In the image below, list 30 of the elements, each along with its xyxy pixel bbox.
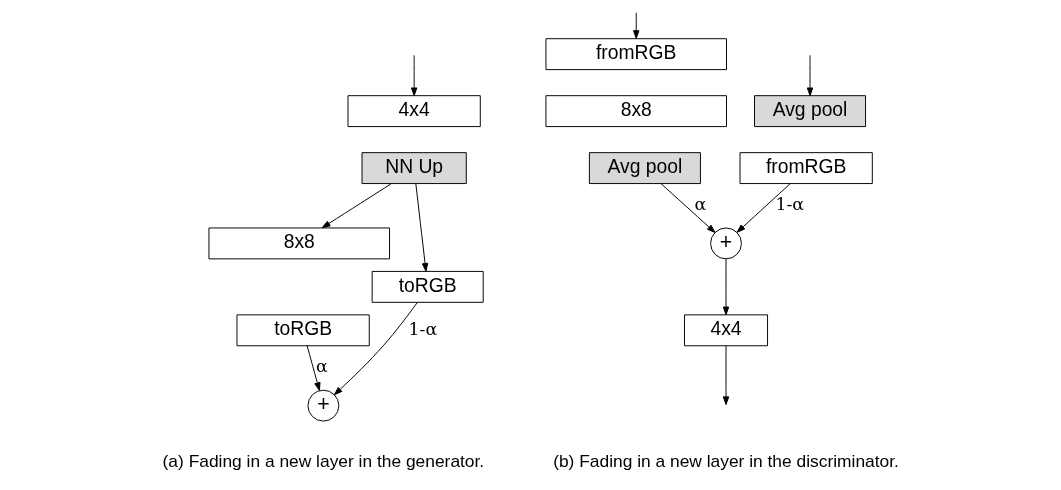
arrow — [306, 345, 321, 391]
label: (a) Fading in a new layer in the generator. — [162, 450, 485, 471]
node-circle: + — [710, 227, 742, 260]
node-box: fromRGB — [545, 38, 727, 71]
arrow — [722, 258, 730, 316]
node-box: 4x4 — [684, 314, 769, 347]
arrow — [321, 183, 392, 229]
edge-label: α — [694, 194, 707, 215]
node-box: toRGB — [236, 314, 370, 347]
node-box: 8x8 — [545, 95, 727, 128]
node-box: fromRGB — [739, 152, 873, 185]
arrow — [660, 183, 716, 233]
edge-label: 1-α — [775, 194, 805, 215]
arrow — [415, 183, 429, 272]
node-box: 4x4 — [347, 95, 481, 128]
arrow — [333, 301, 418, 396]
label: (b) Fading in a new layer in the discriminator. — [553, 450, 899, 471]
node-box: 8x8 — [208, 227, 390, 260]
node-circle: + — [307, 389, 340, 422]
edge-label: α — [316, 356, 328, 377]
node-box: NN Up — [361, 152, 467, 185]
node-box: Avg pool — [754, 95, 867, 128]
node-box: Avg pool — [588, 152, 701, 185]
node-box: toRGB — [371, 270, 484, 303]
arrow — [410, 54, 418, 97]
arrow — [806, 54, 814, 97]
arrow — [633, 12, 640, 39]
arrow — [722, 345, 730, 406]
arrow — [736, 183, 791, 233]
edge-label: 1-α — [408, 318, 438, 339]
